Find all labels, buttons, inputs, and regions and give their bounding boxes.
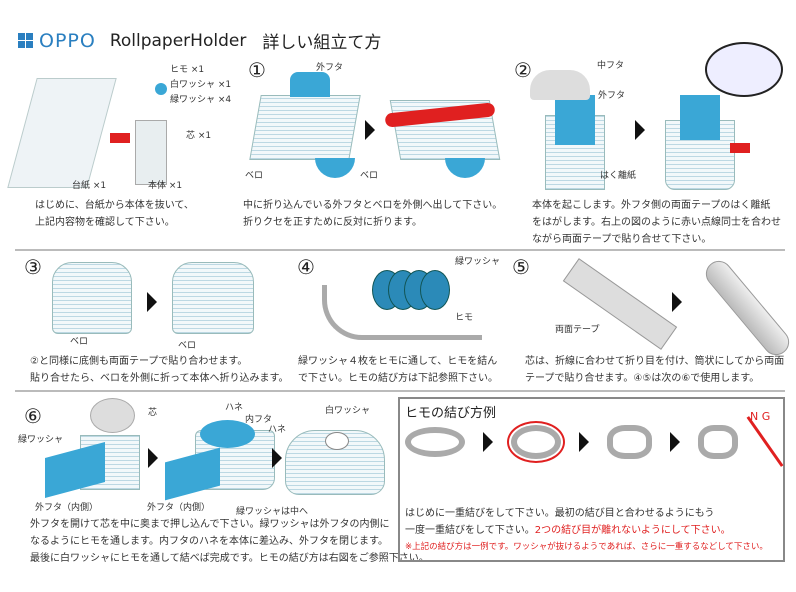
divider	[15, 390, 785, 392]
mount-sheet	[7, 78, 117, 188]
knot-icon	[405, 427, 465, 457]
label-core: 芯	[148, 408, 158, 418]
label-washer-inside: 緑ワッシャは中へ	[236, 507, 309, 517]
flat-body	[249, 95, 361, 160]
label-outer-lid: 外フタ	[316, 63, 344, 73]
part-label: 緑ワッシャ ×4	[170, 95, 232, 105]
step4-text: 緑ワッシャ４枚をヒモに通して、ヒモを結んで下さい。ヒモの結び方は下記参照下さい。	[298, 356, 498, 384]
step-number: ①	[248, 58, 266, 82]
label-inner-lid: 中フタ	[597, 61, 625, 71]
ng-label: N G	[750, 410, 771, 423]
header: OPPO RollpaperHolder 詳しい組立て方	[18, 28, 381, 53]
label-tab: ベロ	[70, 337, 89, 347]
step-number: ③	[24, 255, 42, 279]
knot-icon	[698, 425, 738, 459]
step2-text: 本体を起こします。外フタ側の両面テープのはく離紙をはがします。右上の図のように赤…	[532, 200, 781, 245]
step3-text: ②と同様に底側も両面テープで貼り合わせます。貼り合せたら、ベロを外側に折って本体…	[30, 356, 289, 384]
knot-illustrations	[405, 421, 738, 463]
next-arrow-icon	[272, 448, 282, 468]
label-tab: ベロ	[360, 171, 379, 181]
part-label: ヒモ ×1	[170, 65, 205, 75]
white-washer-icon	[325, 432, 349, 450]
box-body	[172, 262, 254, 334]
next-arrow-icon	[670, 432, 680, 452]
outer-lid	[680, 95, 720, 140]
label-white-washer: 白ワッシャ	[325, 406, 371, 416]
part-label: 台紙 ×1	[72, 181, 107, 191]
next-arrow-icon	[635, 120, 645, 140]
label-release-paper: はく離紙	[600, 171, 637, 181]
label-inner-lid: 内フタ	[245, 415, 273, 425]
brand: OPPO	[39, 29, 96, 52]
knot-icon	[507, 421, 565, 463]
detail-circle	[705, 42, 783, 97]
label-wing: ハネ	[225, 403, 244, 413]
step0-text: はじめに、台紙から本体を抜いて、上記内容物を確認して下さい。	[35, 200, 194, 228]
knot-icon	[607, 425, 652, 459]
core-sheet	[562, 258, 678, 350]
step1-text: 中に折り込んでいる外フタとベロを外側へ出して下さい。折りクセを正すために反対に折…	[243, 200, 503, 228]
inner-lid	[200, 420, 255, 448]
label-tape: 両面テープ	[555, 325, 600, 335]
part-label: 芯 ×1	[186, 131, 212, 141]
next-arrow-icon	[148, 448, 158, 468]
knot-text: はじめに一重結びをして下さい。最初の結び目と合わせるようにもう 一度一重結びをし…	[405, 508, 768, 552]
next-arrow-icon	[365, 120, 375, 140]
next-arrow-icon	[483, 432, 493, 452]
arrow-icon	[110, 133, 130, 143]
next-arrow-icon	[147, 292, 157, 312]
label-tab: ベロ	[245, 171, 264, 181]
inner-lid	[90, 398, 135, 433]
part-label: 白ワッシャ ×1	[170, 80, 232, 90]
green-washers	[372, 270, 450, 310]
step-number: ⑤	[512, 255, 530, 279]
step-number: ②	[514, 58, 532, 82]
step6-text: 外フタを開けて芯を中に奥まで押し込んで下さい。緑ワッシャは外フタの内側になるよう…	[30, 519, 429, 564]
outer-lid	[165, 447, 220, 501]
label-tab: ベロ	[178, 341, 197, 351]
label-outer-lid-inside: 外フタ（内側）	[35, 503, 99, 513]
body-sheet	[135, 120, 167, 185]
product-name: RollpaperHolder	[109, 30, 247, 51]
step-number: ⑥	[24, 404, 42, 428]
label-green-washer: 緑ワッシャ	[455, 257, 501, 267]
press-arrow-icon	[730, 143, 750, 153]
next-arrow-icon	[672, 292, 682, 312]
divider	[15, 249, 785, 251]
tab-flap	[445, 158, 485, 178]
label-outer-lid: 外フタ	[598, 91, 626, 101]
knot-example-box	[398, 397, 785, 562]
label-outer-lid-inside: 外フタ（内側）	[147, 503, 211, 513]
core-tube	[700, 255, 795, 361]
inner-lid	[530, 70, 590, 100]
outer-lid	[290, 72, 330, 97]
label-string: ヒモ	[455, 313, 474, 323]
step-number: ④	[297, 255, 315, 279]
part-label: 本体 ×1	[148, 181, 183, 191]
page-title: 詳しい組立て方	[262, 33, 382, 53]
tab-flap	[315, 158, 355, 178]
label-wing: ハネ	[268, 425, 287, 435]
step5-text: 芯は、折線に合わせて折り目を付け、筒状にしてから両面テープで貼り合せます。④⑤は…	[525, 356, 785, 384]
outer-lid	[555, 95, 595, 145]
knot-title: ヒモの結び方例	[405, 406, 497, 421]
washer-icon	[155, 83, 167, 95]
oppo-logo-icon	[18, 33, 33, 48]
label-green-washer: 緑ワッシャ	[18, 435, 64, 445]
rope-icon	[322, 285, 482, 340]
box-body	[52, 262, 132, 334]
next-arrow-icon	[579, 432, 589, 452]
